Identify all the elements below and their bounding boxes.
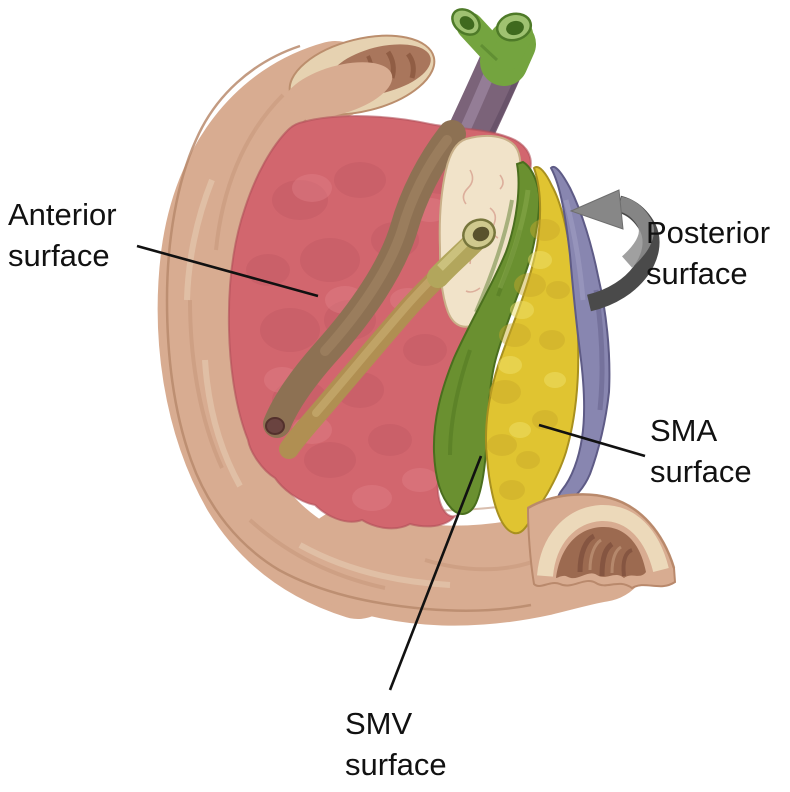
sma-surface-label: SMA surface [650,413,752,489]
smv-surface-highlight [497,189,531,289]
pancreatic-duct-stump [427,218,496,288]
duct-stump-lumen [472,226,490,242]
curved-arrow-tail-light [618,196,654,268]
bile-duct [263,120,466,438]
smv-leader-line [388,455,483,691]
smv-surface [432,160,541,515]
bottom-cut-folds [577,533,633,577]
sma-surface-lobule-texture [487,219,570,500]
vein-lumen-left [459,16,475,30]
sma-leader-line [538,423,646,458]
duodenum-outer-edge [165,44,532,612]
bottom-cut-outer-edge [527,493,676,569]
sma-surface [485,166,580,535]
leader-lines [136,244,646,691]
duodenum-bottom-cut [526,493,677,590]
curved-arrow-icon [569,189,660,312]
duodenum-top-cut [283,34,436,118]
vein-crease [479,43,499,62]
bile-duct-cut-stub [265,417,285,435]
smv-surface-label: SMV surface [345,706,447,782]
top-cut-near-wall [283,62,393,118]
anterior-leader-line [136,244,319,298]
bile-duct-highlight [320,135,452,356]
vein-lumen-right [506,20,524,36]
bottom-cut-cream-rim [537,505,669,577]
posterior-surface-label: Posterior surface [646,215,771,291]
vein-stump-y [451,8,536,86]
curved-arrow-head [569,189,624,230]
anterior-surface-label: Anterior surface [8,197,117,273]
